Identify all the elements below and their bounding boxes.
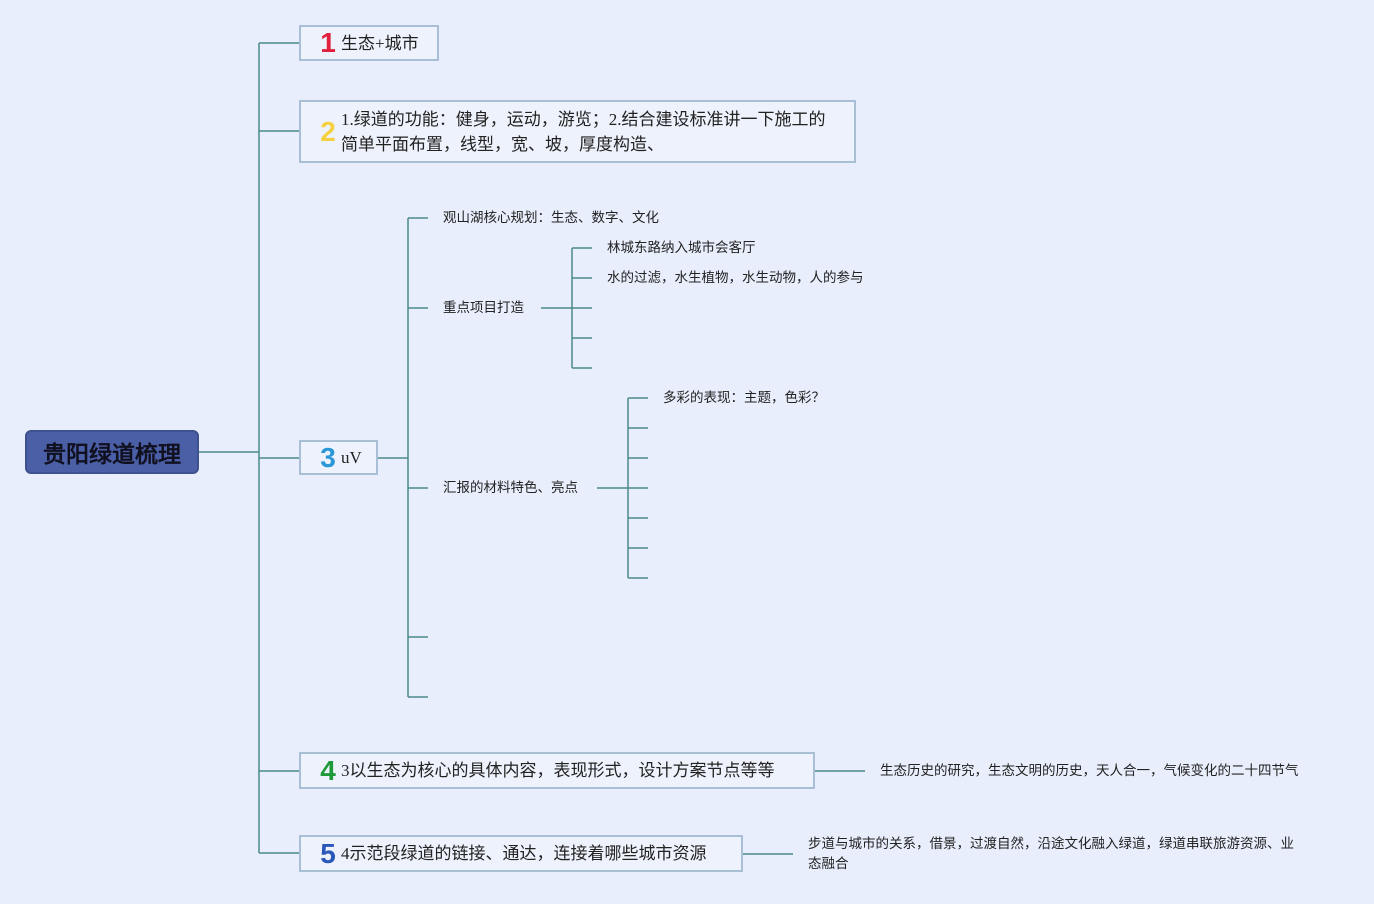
subtopic-key-projects[interactable]: 重点项目打造 <box>443 300 524 316</box>
topic-5-text: 4示范段绿道的链接、通达，连接着哪些城市资源 <box>341 844 707 863</box>
topic-2[interactable]: 2 1.绿道的功能：健身，运动，游览；2.结合建设标准讲一下施工的简单平面布置，… <box>299 100 856 163</box>
topic-2-text: 1.绿道的功能：健身，运动，游览；2.结合建设标准讲一下施工的简单平面布置，线型… <box>341 109 826 154</box>
number-3-icon: 3 <box>320 441 336 473</box>
topic-5[interactable]: 5 4示范段绿道的链接、通达，连接着哪些城市资源 <box>299 835 743 872</box>
topic-3-text: uV <box>341 448 362 467</box>
topic-1-text: 生态+城市 <box>341 33 419 53</box>
subtopic-core-planning[interactable]: 观山湖核心规划：生态、数字、文化 <box>443 210 659 226</box>
topic-5-note[interactable]: 步道与城市的关系，借景，过渡自然，沿途文化融入绿道，绿道串联旅游资源、业态融合 <box>808 836 1294 872</box>
root-label: 贵阳绿道梳理 <box>43 442 181 468</box>
number-2-icon: 2 <box>320 115 336 147</box>
topic-3[interactable]: 3 uV <box>299 440 378 475</box>
key-project-item[interactable]: 水的过滤，水生植物，水生动物，人的参与 <box>607 270 864 286</box>
number-4-icon: 4 <box>320 754 336 786</box>
topic-4-note[interactable]: 生态历史的研究，生态文明的历史，天人合一，气候变化的二十四节气 <box>880 763 1299 779</box>
key-project-item[interactable]: 林城东路纳入城市会客厅 <box>607 240 756 256</box>
number-5-icon: 5 <box>320 837 336 869</box>
topic-4-text: 3以生态为核心的具体内容，表现形式，设计方案节点等等 <box>341 761 775 780</box>
report-material-item[interactable]: 多彩的表现：主题，色彩？ <box>663 390 825 406</box>
number-1-icon: 1 <box>320 27 336 58</box>
root-node[interactable]: 贵阳绿道梳理 <box>25 430 199 474</box>
subtopic-report-materials[interactable]: 汇报的材料特色、亮点 <box>443 480 578 496</box>
topic-1[interactable]: 1 生态+城市 <box>299 25 439 61</box>
topic-4[interactable]: 4 3以生态为核心的具体内容，表现形式，设计方案节点等等 <box>299 752 815 789</box>
